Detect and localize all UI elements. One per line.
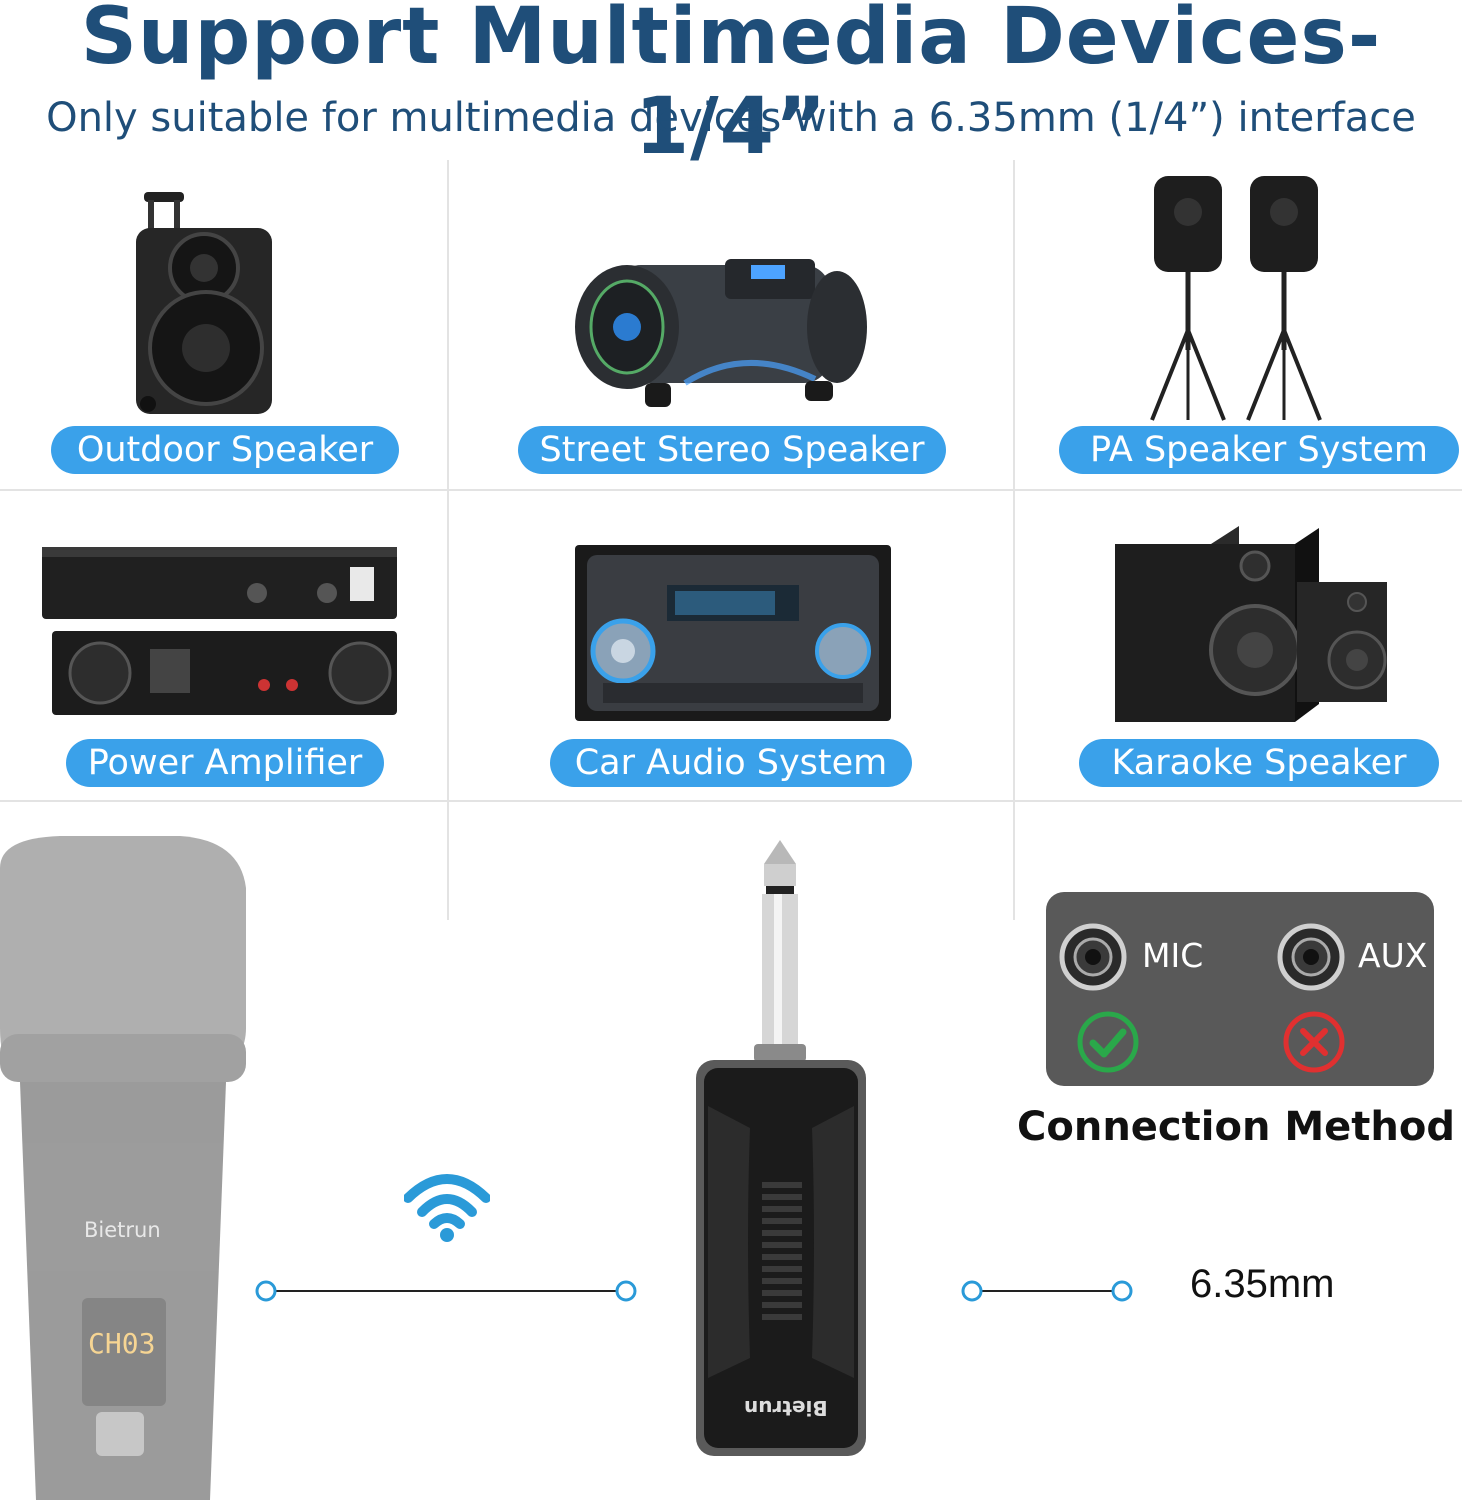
page-subtitle: Only suitable for multimedia devices wit…: [46, 95, 1416, 141]
car-stereo-icon: [575, 545, 891, 721]
cross-icon: [1283, 1011, 1345, 1073]
device-label-street-stereo-speaker: Street Stereo Speaker: [518, 426, 946, 474]
plug-size-label: 6.35mm: [1190, 1262, 1335, 1306]
wireless-microphone-icon: CH03: [0, 836, 246, 1500]
device-label-outdoor-speaker: Outdoor Speaker: [51, 426, 399, 474]
trolley-speaker-icon: [136, 192, 272, 414]
device-label-power-amplifier: Power Amplifier: [66, 739, 384, 787]
device-label-car-audio-system: Car Audio System: [550, 739, 912, 787]
wireless-receiver-icon: [696, 840, 866, 1456]
connection-panel: MIC AUX: [1046, 892, 1434, 1086]
receiver-brand: Bietrun: [744, 1396, 828, 1420]
svg-text:CH03: CH03: [88, 1327, 155, 1360]
rack-amplifier-icon: [42, 547, 397, 715]
grid-divider: [1013, 160, 1015, 920]
grid-divider: [447, 160, 449, 920]
grid-divider: [0, 800, 1462, 802]
grid-divider: [0, 489, 1462, 491]
device-label-pa-speaker-system: PA Speaker System: [1059, 426, 1459, 474]
check-icon: [1077, 1011, 1139, 1073]
plug-size-line: [961, 1280, 1133, 1302]
pa-speakers-on-stands-icon: [1150, 176, 1322, 421]
wireless-link-line: [255, 1280, 637, 1302]
connection-method-title: Connection Method: [1017, 1104, 1455, 1150]
aux-label: AUX: [1358, 936, 1428, 975]
microphone-brand: Bietrun: [84, 1218, 161, 1242]
boombox-speaker-icon: [575, 259, 867, 407]
aux-jack-icon: [1277, 923, 1345, 991]
bookshelf-speakers-icon: [1115, 526, 1387, 722]
mic-jack-icon: [1059, 923, 1127, 991]
mic-label: MIC: [1142, 936, 1204, 975]
page-title: Support Multimedia Devices-1/4”: [80, 0, 1382, 172]
device-label-karaoke-speaker: Karaoke Speaker: [1079, 739, 1439, 787]
wifi-icon: [404, 1174, 490, 1242]
